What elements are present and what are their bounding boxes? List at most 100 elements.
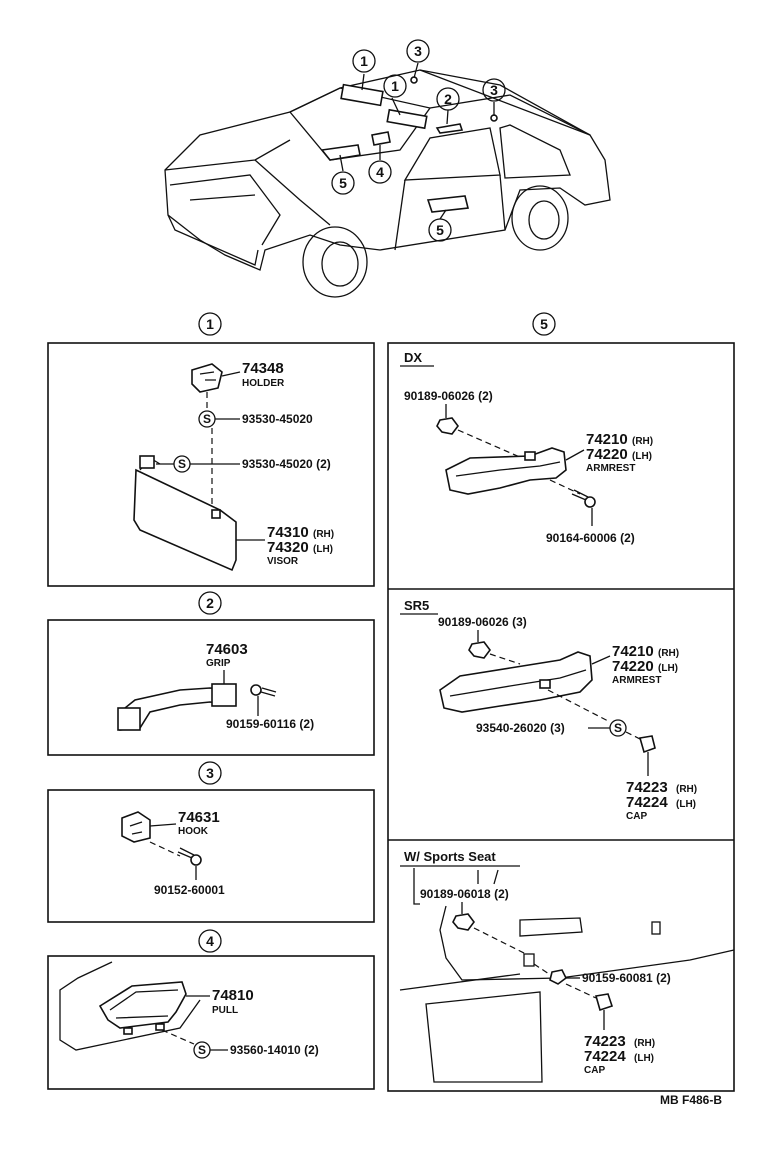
- sr5-cap-lh-no: 74224: [626, 794, 668, 811]
- svg-text:1: 1: [360, 53, 368, 69]
- svg-text:3: 3: [206, 765, 214, 781]
- sr5-armrest-part: [439, 651, 593, 713]
- svg-text:(RH): (RH): [634, 1038, 655, 1049]
- section-5-box: [387, 342, 735, 1092]
- section-2-box: [47, 619, 375, 756]
- figure-code: MB F486-B: [660, 1093, 722, 1107]
- grip-part: [117, 683, 237, 731]
- sr5-cap-name: CAP: [626, 811, 647, 822]
- visor-lh-no: 74320: [267, 539, 309, 556]
- section-4-box: [47, 955, 375, 1090]
- section-header-4: 4: [198, 929, 222, 953]
- sr5-armrest-rh-no: 74210: [612, 643, 654, 660]
- pull-part-name: PULL: [212, 1005, 238, 1016]
- sport-cap-name: CAP: [584, 1065, 605, 1076]
- svg-text:(LH): (LH): [658, 663, 678, 674]
- sr5-title: SR5: [404, 598, 429, 613]
- section-1-box: [47, 342, 375, 587]
- svg-text:2: 2: [444, 91, 452, 107]
- svg-text:1: 1: [206, 316, 214, 332]
- section-header-2: 2: [198, 591, 222, 615]
- sport-clip-hole: [523, 953, 535, 967]
- hook-screw: [177, 847, 202, 866]
- sport-bolt: 90159-60081 (2): [582, 971, 671, 985]
- holder-part: [191, 363, 223, 393]
- holder-part-name: HOLDER: [242, 378, 285, 389]
- dx-armrest-rh-no: 74210: [586, 431, 628, 448]
- car-callout-1a: 1: [352, 49, 376, 73]
- car-illustration: [164, 62, 611, 298]
- dx-nut: 90189-06026 (2): [404, 389, 493, 403]
- svg-text:(RH): (RH): [632, 436, 653, 447]
- screw-93530-45020-2: 93530-45020 (2): [242, 457, 331, 471]
- sr5-screw-s: S: [609, 719, 627, 737]
- svg-text:(LH): (LH): [634, 1053, 654, 1064]
- dx-armrest-part: [445, 447, 567, 495]
- svg-text:5: 5: [436, 222, 444, 238]
- svg-text:3: 3: [414, 43, 422, 59]
- svg-text:5: 5: [540, 316, 548, 332]
- sport-nut-part: [452, 913, 475, 931]
- hook-part-no: 74631: [178, 809, 220, 826]
- screw-s-1: S: [198, 410, 216, 428]
- bolt-90159-60116: 90159-60116 (2): [226, 717, 314, 731]
- screw-93560-14010: 93560-14010 (2): [230, 1043, 319, 1057]
- grip-part-no: 74603: [206, 641, 248, 658]
- svg-text:(RH): (RH): [676, 784, 697, 795]
- sport-bolt-part: [549, 969, 568, 985]
- pull-part: [98, 981, 187, 1035]
- dx-screw: 90164-60006 (2): [546, 531, 635, 545]
- sr5-armrest-lh-no: 74220: [612, 658, 654, 675]
- section-3-box: [47, 789, 375, 923]
- door-panel: [59, 961, 201, 1051]
- car-callout-4: 4: [368, 160, 392, 184]
- car-callout-1b: 1: [383, 74, 407, 98]
- section-header-3: 3: [198, 761, 222, 785]
- svg-text:3: 3: [490, 82, 498, 98]
- svg-text:S: S: [198, 1043, 206, 1057]
- dx-armrest-name: ARMREST: [586, 463, 635, 474]
- screw-90152-60001: 90152-60001: [154, 883, 225, 897]
- dx-screw-part: [571, 489, 596, 508]
- sport-cap-part: [594, 993, 614, 1012]
- pull-part-no: 74810: [212, 987, 254, 1004]
- sr5-nut: 90189-06026 (3): [438, 615, 527, 629]
- svg-text:S: S: [203, 412, 211, 426]
- sport-nut: 90189-06018 (2): [420, 887, 509, 901]
- car-callout-3b: 3: [482, 78, 506, 102]
- section-header-5: 5: [532, 312, 556, 336]
- svg-text:(LH): (LH): [313, 544, 333, 555]
- svg-text:4: 4: [376, 164, 384, 180]
- visor-rh-no: 74310: [267, 524, 309, 541]
- grip-bolt: [250, 684, 277, 697]
- screw-s-4: S: [193, 1041, 211, 1059]
- visor-name: VISOR: [267, 556, 299, 567]
- holder-part-no: 74348: [242, 360, 284, 377]
- sr5-armrest-name: ARMREST: [612, 675, 661, 686]
- sport-title: W/ Sports Seat: [404, 849, 496, 864]
- svg-text:5: 5: [339, 175, 347, 191]
- svg-text:(RH): (RH): [313, 529, 334, 540]
- car-callout-5a: 5: [331, 171, 355, 195]
- svg-text:2: 2: [206, 595, 214, 611]
- svg-text:(RH): (RH): [658, 648, 679, 659]
- dx-armrest-lh-no: 74220: [586, 446, 628, 463]
- sport-seat-panel: [399, 905, 735, 1083]
- hook-part-name: HOOK: [178, 826, 209, 837]
- visor-part: [133, 455, 237, 572]
- sr5-nut-part: [468, 641, 491, 659]
- hook-part: [121, 811, 151, 843]
- sport-cap-lh-no: 74224: [584, 1048, 626, 1065]
- screw-93530-45020: 93530-45020: [242, 412, 313, 426]
- svg-text:1: 1: [391, 78, 399, 94]
- svg-text:S: S: [178, 457, 186, 471]
- car-callout-3a: 3: [406, 39, 430, 63]
- dx-nut-part: [436, 417, 459, 435]
- svg-text:(LH): (LH): [632, 451, 652, 462]
- sr5-cap-rh-no: 74223: [626, 779, 668, 796]
- section-header-1: 1: [198, 312, 222, 336]
- car-callout-2: 2: [436, 87, 460, 111]
- svg-text:S: S: [614, 721, 622, 735]
- car-callout-5b: 5: [428, 218, 452, 242]
